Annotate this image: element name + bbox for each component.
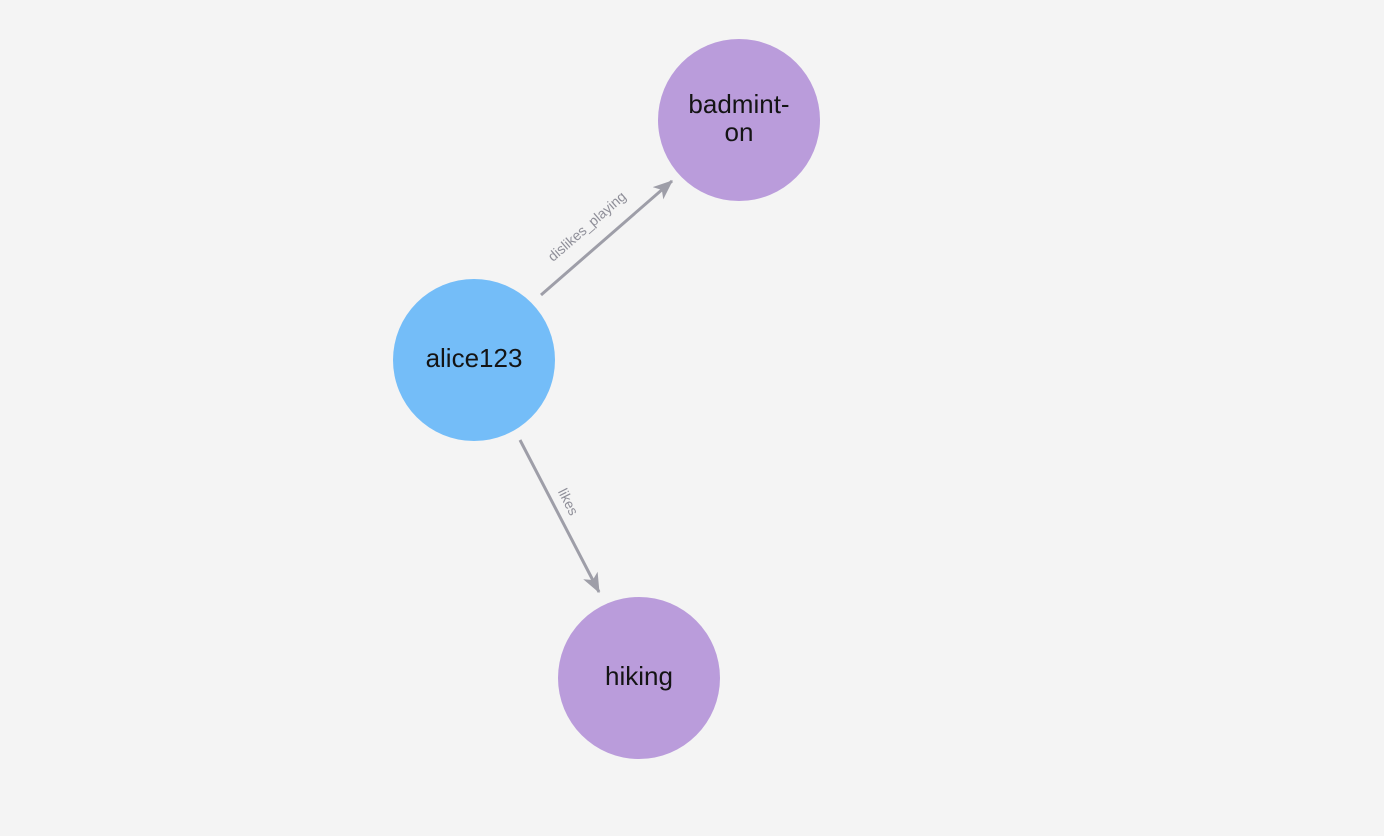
node-circle[interactable] [393, 279, 555, 441]
edges-layer [518, 179, 673, 594]
node-circle[interactable] [658, 39, 820, 201]
node-circle[interactable] [558, 597, 720, 759]
nodes-layer: alice123 badmint-on hiking [393, 39, 820, 759]
graph-node-alice123[interactable]: alice123 [393, 279, 555, 441]
graph-edge[interactable] [540, 179, 673, 297]
graph-node-hiking[interactable]: hiking [558, 597, 720, 759]
graph-node-badminton[interactable]: badmint-on [658, 39, 820, 201]
graph-edge[interactable] [518, 439, 601, 594]
edge-label: dislikes_playing [544, 188, 629, 264]
